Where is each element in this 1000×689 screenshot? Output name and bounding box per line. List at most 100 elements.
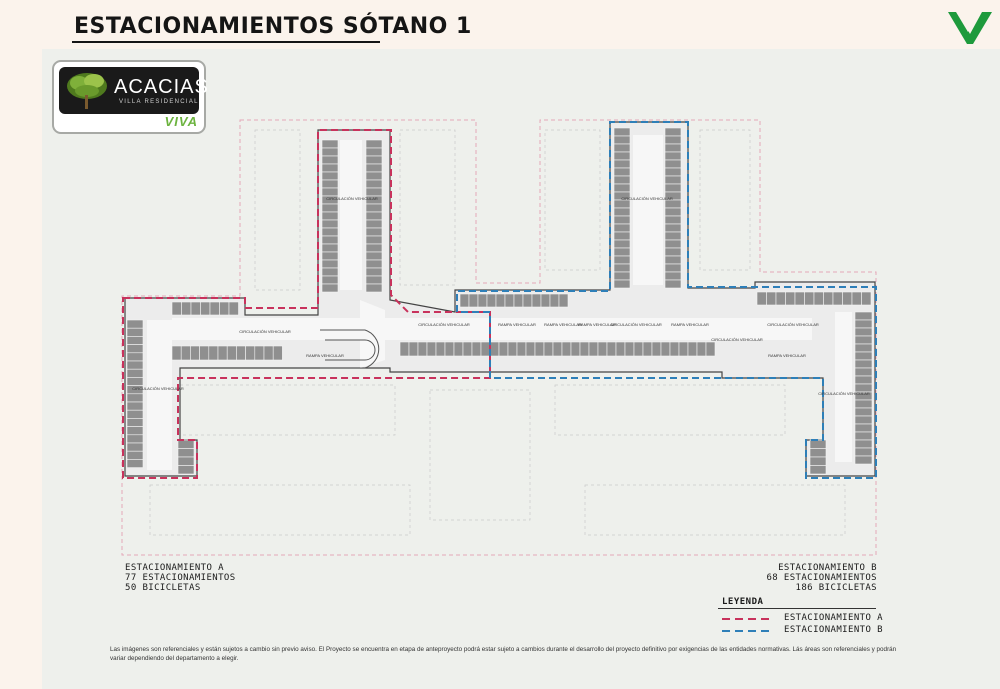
parking-stall: [696, 341, 707, 357]
parking-stall: [321, 139, 339, 149]
parking-stall: [399, 341, 410, 357]
parking-stall: [854, 439, 873, 449]
parking-stall: [522, 293, 533, 308]
parking-stall: [468, 293, 479, 308]
parking-stall: [459, 293, 470, 308]
label-rampa-3: RAMPA VEHICULAR: [544, 322, 582, 327]
parking-stall: [664, 207, 682, 217]
parking-stall: [190, 345, 200, 361]
parking-stall: [495, 293, 506, 308]
parking-stall: [809, 439, 827, 449]
parking-stall: [823, 291, 834, 306]
parking-stall: [854, 335, 873, 345]
parking-stall: [664, 279, 682, 289]
parking-stall: [642, 341, 653, 357]
parking-stall: [453, 341, 464, 357]
brand-subtitle: VILLA RESIDENCIAL: [119, 99, 199, 105]
area-labels: CIRCULACIÓN VEHICULAR CIRCULACIÓN VEHICU…: [132, 196, 870, 396]
page-title: ESTACIONAMIENTOS SÓTANO 1: [74, 14, 472, 39]
label-circulacion-2: CIRCULACIÓN VEHICULAR: [621, 196, 673, 201]
parking-stall: [321, 203, 339, 213]
parking-stall: [664, 135, 682, 145]
parking-stall: [613, 151, 631, 161]
parking-stall: [854, 447, 873, 457]
summary-estacionamiento-b: ESTACIONAMIENTO B 68 ESTACIONAMIENTOS 18…: [766, 563, 877, 593]
parking-stall: [624, 341, 635, 357]
parking-stall: [219, 301, 230, 316]
parking-stall: [126, 319, 144, 329]
parking-stall: [444, 341, 455, 357]
parking-stall: [365, 187, 383, 197]
parking-stall: [126, 344, 144, 354]
parking-stall: [664, 215, 682, 225]
parking-stall: [321, 147, 339, 157]
parking-stall: [321, 283, 339, 293]
parking-stall: [613, 143, 631, 153]
parking-stall: [854, 431, 873, 441]
legend-heading: LEYENDA: [722, 597, 764, 607]
parking-stall: [854, 407, 873, 417]
parking-stall: [321, 187, 339, 197]
parking-stall: [200, 301, 211, 316]
parking-stall: [664, 127, 682, 137]
label-circulacion-3: CIRCULACIÓN VEHICULAR: [132, 386, 184, 391]
parking-stall: [854, 455, 873, 465]
label-rampa-2: RAMPA VEHICULAR: [498, 322, 536, 327]
parking-stall: [245, 345, 256, 361]
parking-stall: [664, 231, 682, 241]
parking-stall: [321, 235, 339, 245]
parking-stall: [209, 301, 220, 316]
parking-stall: [321, 275, 339, 285]
parking-stall: [705, 341, 716, 357]
parking-stall: [613, 271, 631, 281]
summary-estacionamiento-a: ESTACIONAMIENTO A 77 ESTACIONAMIENTOS 50…: [125, 563, 236, 593]
parking-stall: [236, 345, 246, 361]
parking-stall: [664, 151, 682, 161]
parking-stall: [365, 139, 383, 149]
label-circulacion-8: CIRCULACIÓN VEHICULAR: [767, 322, 819, 327]
parking-stall: [486, 293, 497, 308]
parking-stall: [651, 341, 662, 357]
parking-stall: [664, 247, 682, 257]
parking-stall: [613, 215, 631, 225]
label-circulacion-6: CIRCULACIÓN VEHICULAR: [610, 322, 662, 327]
parking-stall: [321, 155, 339, 165]
parking-stalls: [126, 127, 873, 475]
parking-stall: [181, 301, 192, 316]
parking-stall: [365, 267, 383, 277]
page-header: ESTACIONAMIENTOS SÓTANO 1: [0, 0, 1000, 50]
parking-stall: [321, 171, 339, 181]
parking-stall: [199, 345, 210, 361]
parking-stall: [177, 465, 195, 475]
parking-stall: [613, 279, 631, 289]
parking-stall: [861, 291, 872, 306]
parking-stall: [126, 360, 144, 370]
parking-stall: [775, 291, 786, 306]
parking-stall: [613, 167, 631, 177]
parking-stall: [321, 227, 339, 237]
parking-stall: [321, 259, 339, 269]
parking-stall: [126, 434, 144, 444]
label-rampa-6: RAMPA VEHICULAR: [768, 353, 806, 358]
parking-stall: [531, 293, 542, 308]
parking-stall: [321, 243, 339, 253]
parking-stall: [126, 401, 144, 411]
parking-stall: [664, 143, 682, 153]
parking-stall: [534, 341, 545, 357]
legend-item-b: ESTACIONAMIENTO B: [722, 625, 883, 637]
parking-stall: [660, 341, 671, 357]
circulation-lanes: [147, 135, 852, 470]
parking-stall: [426, 341, 437, 357]
parking-stall: [613, 255, 631, 265]
legend-item-a: ESTACIONAMIENTO A: [722, 613, 883, 625]
parking-stall: [854, 375, 873, 385]
parking-stall: [613, 183, 631, 193]
summary-a-bikes: 50 BICICLETAS: [125, 583, 201, 593]
parking-stall: [597, 341, 608, 357]
parking-stall: [126, 377, 144, 386]
parking-stall: [177, 456, 195, 466]
parking-stall: [687, 341, 698, 357]
label-circulacion-1: CIRCULACIÓN VEHICULAR: [326, 196, 378, 201]
parking-stall: [226, 345, 237, 361]
